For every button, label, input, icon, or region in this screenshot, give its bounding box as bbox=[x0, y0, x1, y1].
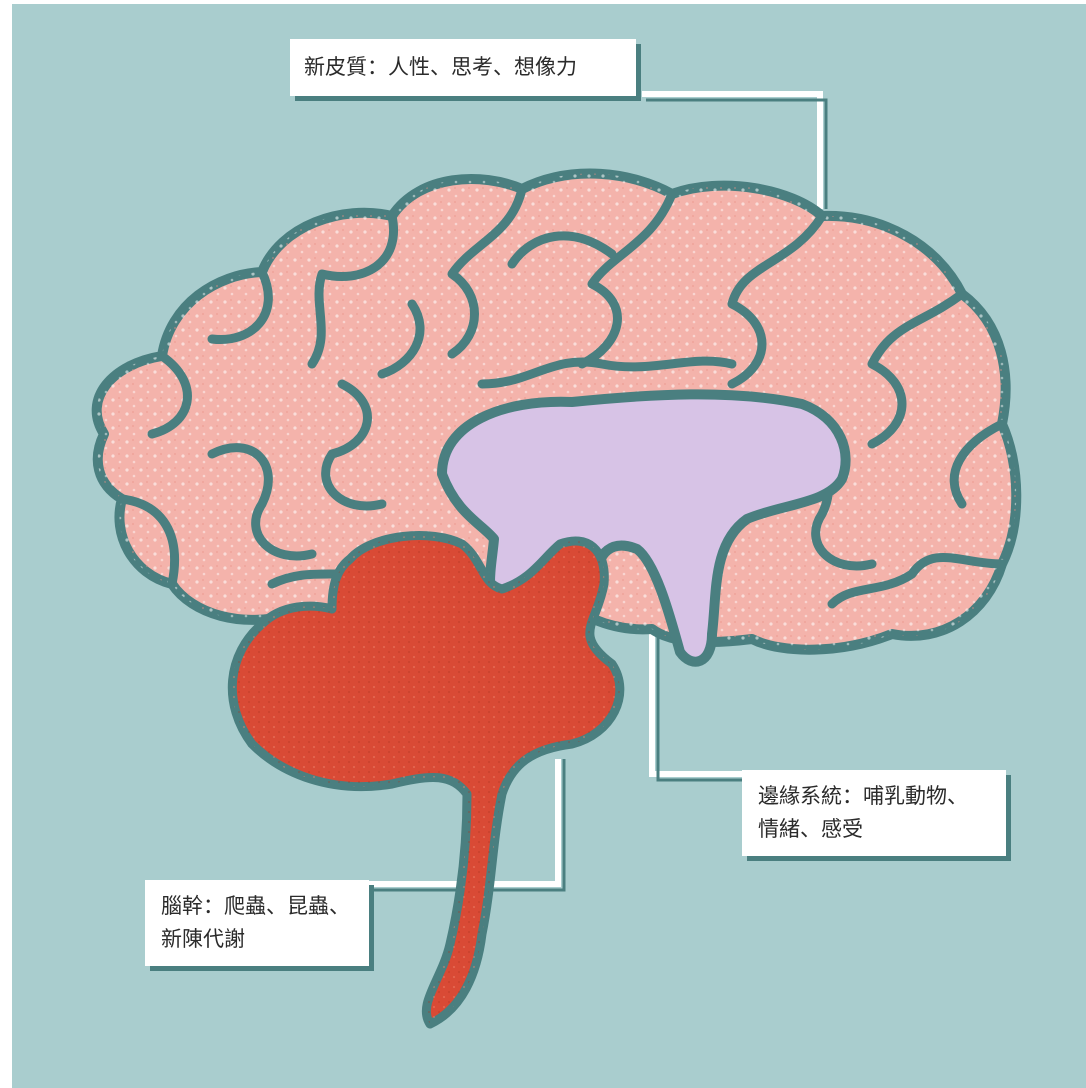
brainstem-label: 腦幹：爬蟲、昆蟲、 新陳代謝 bbox=[145, 880, 369, 966]
diagram-canvas: 新皮質：人性、思考、想像力 邊緣系統：哺乳動物、 情緒、感受 腦幹：爬蟲、昆蟲、… bbox=[12, 4, 1086, 1088]
limbic-label-line1: 邊緣系統：哺乳動物、 bbox=[758, 780, 990, 813]
neocortex-label: 新皮質：人性、思考、想像力 bbox=[290, 39, 636, 96]
neocortex-label-text: 新皮質：人性、思考、想像力 bbox=[304, 51, 622, 84]
brainstem-label-line1: 腦幹：爬蟲、昆蟲、 bbox=[161, 890, 353, 923]
brainstem-label-line2: 新陳代謝 bbox=[161, 923, 353, 956]
limbic-label-line2: 情緒、感受 bbox=[758, 813, 990, 846]
limbic-label: 邊緣系統：哺乳動物、 情緒、感受 bbox=[742, 770, 1006, 856]
